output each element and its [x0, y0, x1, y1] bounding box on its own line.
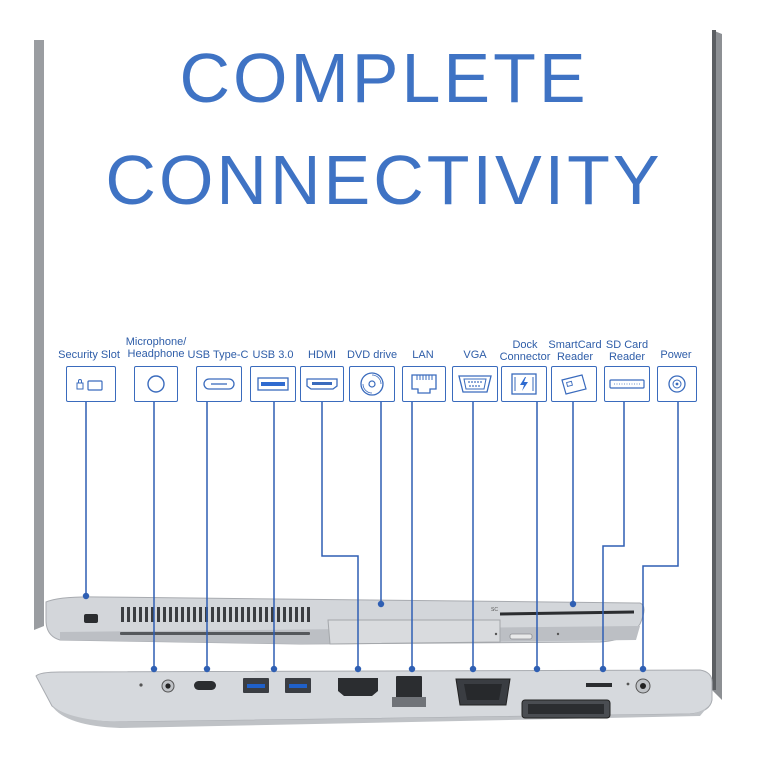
- connector-dots: [82, 592, 647, 673]
- hdmi-icon: [306, 378, 338, 390]
- headline-line-2: CONNECTIVITY: [105, 141, 663, 219]
- dvd-drive-tray: [327, 619, 501, 645]
- sd-card-slot: [586, 683, 612, 687]
- smartcard-icon: [561, 374, 587, 395]
- security-slot-port: [84, 614, 98, 623]
- hdmi-box: [300, 366, 344, 402]
- lan-box: [402, 366, 446, 402]
- dock-icon: [511, 373, 537, 395]
- sd-card-icon: [609, 379, 645, 389]
- usb-c-box: [196, 366, 242, 402]
- port-label-security-slot: Security Slot: [58, 349, 120, 361]
- disc-icon: [360, 372, 384, 396]
- connector-lines: [85, 402, 679, 668]
- headline-line-1: COMPLETE: [179, 39, 589, 117]
- port-label-sd-card-reader: SD Card Reader: [605, 339, 649, 363]
- security-slot-box: [66, 366, 116, 402]
- usb-c-icon: [203, 378, 235, 390]
- port-label-vga: VGA: [463, 349, 487, 361]
- port-label-power: Power: [660, 349, 692, 361]
- lock-icon: [76, 379, 103, 391]
- port-label-lan: LAN: [412, 349, 434, 361]
- power-box: [657, 366, 697, 402]
- sc-mark: SC: [491, 607, 498, 613]
- port-label-usb-3: USB 3.0: [252, 349, 294, 361]
- ethernet-icon: [411, 374, 437, 394]
- audio-jack-box: [134, 366, 178, 402]
- lan-port: [396, 676, 422, 698]
- usb-a-icon: [257, 377, 289, 391]
- power-icon: [668, 375, 686, 393]
- audio-jack-icon: [147, 375, 165, 393]
- vga-box: [452, 366, 498, 402]
- vga-icon: [458, 375, 492, 393]
- screen-left-edge: [34, 40, 44, 630]
- sd-card-box: [604, 366, 650, 402]
- usb-a-box: [250, 366, 296, 402]
- smartcard-box: [551, 366, 597, 402]
- hdmi-port: [338, 678, 378, 696]
- port-label-microphone-headphone: Microphone/ Headphone: [125, 336, 187, 360]
- port-label-dock-connector: Dock Connector: [499, 339, 551, 363]
- port-label-dvd-drive: DVD drive: [346, 349, 398, 361]
- dock-box: [501, 366, 547, 402]
- port-label-smartcard-reader: SmartCard Reader: [548, 339, 602, 363]
- port-label-hdmi: HDMI: [307, 349, 337, 361]
- laptop-lower-body: [35, 669, 713, 723]
- port-label-usb-type-c: USB Type-C: [187, 349, 249, 361]
- dvd-box: [349, 366, 395, 402]
- usb-c-port: [194, 681, 216, 690]
